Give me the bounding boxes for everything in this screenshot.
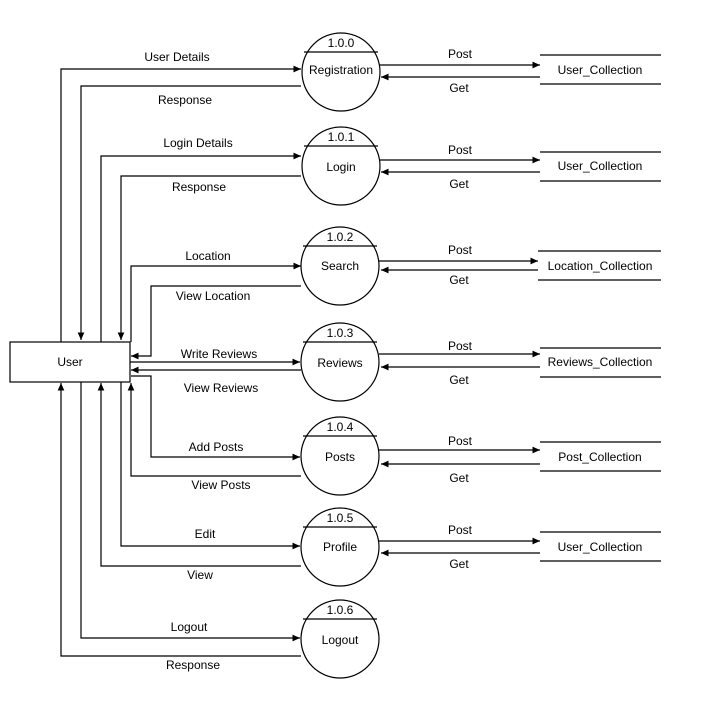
data-store-label: User_Collection: [558, 63, 643, 77]
data-store-label: Post_Collection: [558, 450, 641, 464]
process-profile: 1.0.5 Profile: [300, 507, 380, 587]
post-label: Post: [448, 143, 473, 157]
flow-location: [130, 262, 301, 342]
flow-label-logout: Logout: [171, 620, 208, 634]
process-name: Registration: [309, 63, 373, 77]
process-registration: 1.0.0 Registration: [301, 32, 381, 112]
process-id: 1.0.6: [327, 603, 354, 617]
process-name: Login: [326, 160, 355, 174]
get-label: Get: [449, 557, 469, 571]
process-name: Posts: [325, 450, 355, 464]
data-store-location-collection: Location_Collection: [538, 250, 661, 281]
flow-label-view-reviews: View Reviews: [184, 381, 258, 395]
post-label: Post: [448, 434, 473, 448]
flow-view-posts: [127, 383, 301, 477]
store-flow-lines: [379, 61, 540, 557]
process-id: 1.0.5: [327, 511, 354, 525]
data-store-label: User_Collection: [558, 540, 643, 554]
flow-label-edit: Edit: [195, 527, 216, 541]
process-name: Profile: [323, 540, 357, 554]
data-store-user-collection: User_Collection: [540, 54, 661, 85]
process-login: 1.0.1 Login: [301, 126, 381, 206]
process-id: 1.0.0: [328, 36, 355, 50]
flow-label-location: Location: [185, 249, 230, 263]
flow-label-user-details: User Details: [144, 50, 209, 64]
process-search: 1.0.2 Search: [300, 226, 380, 306]
data-store-label: Location_Collection: [548, 259, 653, 273]
get-label: Get: [449, 471, 469, 485]
post-label: Post: [448, 243, 473, 257]
flow-label-response: Response: [166, 658, 220, 672]
data-store-user-collection: User_Collection: [540, 151, 661, 182]
flow-label-response: Response: [158, 93, 212, 107]
flow-logout: [80, 382, 300, 642]
user-entity-label: User: [57, 355, 82, 369]
flow-label-view-posts: View Posts: [191, 478, 250, 492]
process-name: Reviews: [317, 356, 362, 370]
get-label: Get: [449, 81, 469, 95]
process-id: 1.0.1: [328, 130, 355, 144]
post-label: Post: [448, 339, 473, 353]
flow-login-details: [100, 152, 301, 342]
flow-label-response: Response: [172, 180, 226, 194]
post-label: Post: [448, 47, 473, 61]
post-label: Post: [448, 523, 473, 537]
flow-label-view: View: [187, 568, 213, 582]
process-id: 1.0.3: [327, 326, 354, 340]
process-id: 1.0.4: [327, 420, 354, 434]
get-label: Get: [449, 373, 469, 387]
get-label: Get: [449, 273, 469, 287]
flow-label-add-posts: Add Posts: [189, 440, 244, 454]
process-name: Logout: [322, 633, 359, 647]
flow-edit: [120, 382, 300, 550]
get-label: Get: [449, 177, 469, 191]
user-entity: User: [9, 341, 131, 383]
process-id: 1.0.2: [327, 230, 354, 244]
flow-logout-response: [57, 383, 301, 657]
data-store-user-collection: User_Collection: [540, 531, 661, 562]
process-reviews: 1.0.3 Reviews: [300, 322, 380, 402]
store-flow-labels: Post Get Post Get Post Get Post Get Post…: [446, 46, 474, 573]
flow-add-posts: [131, 375, 300, 461]
data-store-label: User_Collection: [558, 159, 643, 173]
data-store-post-collection: Post_Collection: [540, 441, 661, 472]
flow-label-write-reviews: Write Reviews: [181, 347, 257, 361]
flow-view: [97, 383, 301, 567]
process-logout: 1.0.6 Logout: [300, 599, 380, 679]
flow-login-response: [117, 175, 301, 340]
user-flow-labels: User Details Response Login Details Resp…: [143, 49, 260, 674]
data-store-reviews-collection: Reviews_Collection: [540, 347, 661, 378]
flow-user-details: [60, 65, 301, 342]
flow-label-view-location: View Location: [176, 289, 251, 303]
process-posts: 1.0.4 Posts: [300, 416, 380, 496]
process-name: Search: [321, 259, 359, 273]
flow-view-location: [131, 285, 301, 360]
flow-label-login-details: Login Details: [163, 136, 232, 150]
flow-lines: [57, 65, 301, 657]
flow-registration-response: [77, 85, 301, 340]
data-store-label: Reviews_Collection: [548, 355, 653, 369]
